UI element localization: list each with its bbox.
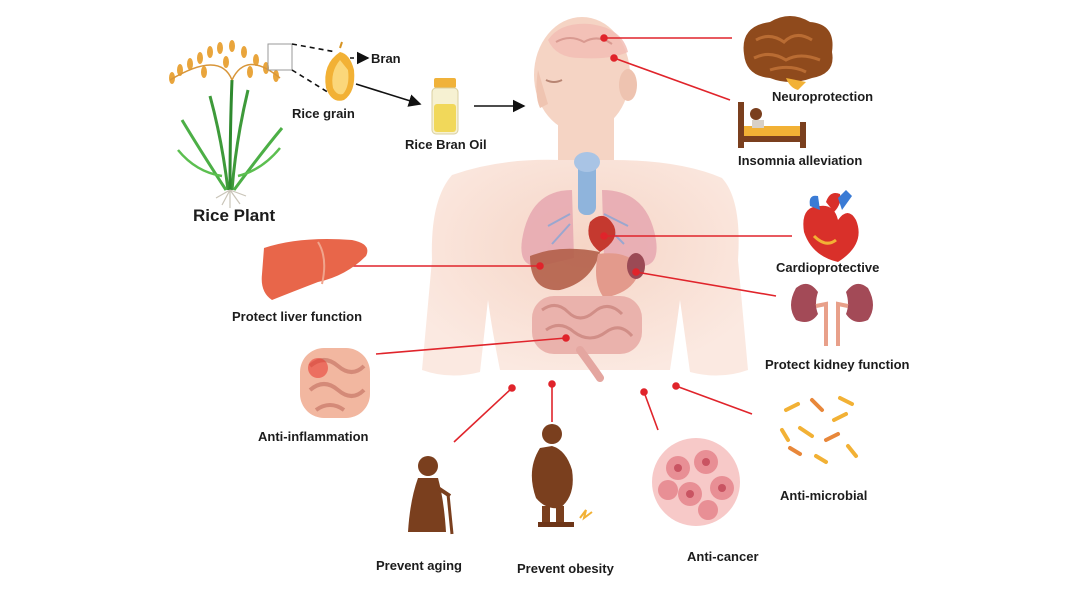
bran-label: Bran (371, 51, 401, 66)
bed-icon (738, 102, 806, 148)
oil-bottle-icon (431, 78, 459, 135)
brain-icon (743, 16, 833, 90)
liver-icon (261, 239, 368, 300)
aging-label: Prevent aging (376, 558, 462, 573)
rice-grain-icon (325, 41, 355, 101)
microbial-label: Anti-microbial (780, 488, 868, 503)
rice-plant-icon (169, 40, 293, 208)
obesity-label: Prevent obesity (517, 561, 614, 576)
elderly-person-icon (408, 456, 454, 535)
kidney-label: Protect kidney function (765, 357, 910, 372)
cancer-cell-icon (652, 438, 740, 526)
liver-label: Protect liver function (232, 309, 363, 324)
heart-icon (803, 190, 859, 262)
kidney-icon (791, 283, 873, 346)
obese-person-icon (531, 424, 593, 527)
rice-bran-oil-label: Rice Bran Oil (405, 137, 487, 152)
rice-plant-label: Rice Plant (193, 206, 276, 225)
rice-grain-label: Rice grain (292, 106, 355, 121)
connectors (352, 34, 792, 443)
cardioprotective-label: Cardioprotective (776, 260, 880, 275)
cancer-label: Anti-cancer (687, 549, 759, 564)
insomnia-label: Insomnia alleviation (738, 153, 863, 168)
organs (521, 152, 657, 382)
bacteria-icon (780, 396, 858, 464)
neuroprotection-label: Neuroprotection (772, 89, 874, 104)
inflammation-label: Anti-inflammation (258, 429, 369, 444)
intestine-icon (300, 348, 370, 418)
